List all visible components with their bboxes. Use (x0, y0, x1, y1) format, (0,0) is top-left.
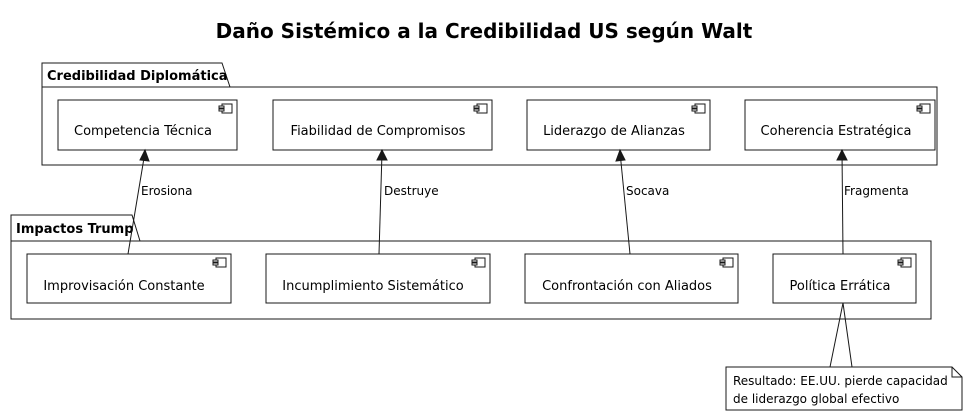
edge-label: Erosiona (141, 184, 192, 198)
component-icon (897, 257, 912, 268)
component-fiabilidad-compromisos: Fiabilidad de Compromisos (272, 99, 493, 151)
component-label: Confrontación con Aliados (542, 279, 712, 294)
package-impactos: Impactos Trump Improvisación Constante I… (10, 214, 932, 320)
note-box (725, 366, 963, 411)
component-icon (473, 103, 488, 114)
package-credibilidad-title: Credibilidad Diplomática (47, 69, 228, 84)
component-label: Competencia Técnica (74, 124, 212, 139)
edge-label: Fragmenta (844, 184, 909, 198)
note-line-1: Resultado: EE.UU. pierde capacidad (733, 374, 948, 388)
edge-socava: Socava (615, 148, 669, 255)
arrowhead (139, 148, 150, 162)
arrowhead (836, 148, 848, 161)
component-confrontacion-aliados: Confrontación con Aliados (524, 253, 739, 304)
result-note: Resultado: EE.UU. pierde capacidad de li… (725, 302, 963, 411)
arrowhead (615, 148, 626, 162)
component-label: Incumplimiento Sistemático (282, 279, 464, 294)
component-competencia-tecnica: Competencia Técnica (57, 99, 238, 151)
component-coherencia-estrategica: Coherencia Estratégica (744, 99, 936, 151)
component-icon (719, 257, 734, 268)
component-label: Coherencia Estratégica (761, 124, 912, 139)
note-connector (842, 302, 853, 368)
component-improvisacion-constante: Improvisación Constante (26, 253, 232, 304)
component-icon (212, 257, 227, 268)
arrowhead (376, 148, 388, 161)
component-icon (691, 103, 706, 114)
component-icon (218, 103, 233, 114)
edge-destruye: Destruye (376, 148, 439, 255)
edge-label: Socava (626, 184, 669, 198)
component-liderazgo-alianzas: Liderazgo de Alianzas (526, 99, 711, 151)
edge-fragmenta: Fragmenta (836, 148, 909, 255)
note-line-2: de liderazgo global efectivo (733, 392, 899, 406)
component-label: Política Errática (790, 279, 891, 294)
component-icon (471, 257, 486, 268)
component-label: Improvisación Constante (43, 279, 204, 294)
component-incumplimiento-sistematico: Incumplimiento Sistemático (265, 253, 491, 304)
package-credibilidad: Credibilidad Diplomática Competencia Téc… (41, 62, 938, 166)
note-connector (829, 302, 844, 368)
note-fold (951, 367, 962, 378)
component-politica-erratica: Política Errática (772, 253, 917, 304)
component-label: Liderazgo de Alianzas (543, 124, 685, 139)
component-label: Fiabilidad de Compromisos (291, 124, 466, 139)
edge-label: Destruye (384, 184, 439, 198)
diagram-title: Daño Sistémico a la Credibilidad US segú… (216, 19, 753, 43)
edge-erosiona: Erosiona (127, 148, 192, 255)
package-impactos-title: Impactos Trump (16, 222, 134, 237)
component-icon (916, 103, 931, 114)
